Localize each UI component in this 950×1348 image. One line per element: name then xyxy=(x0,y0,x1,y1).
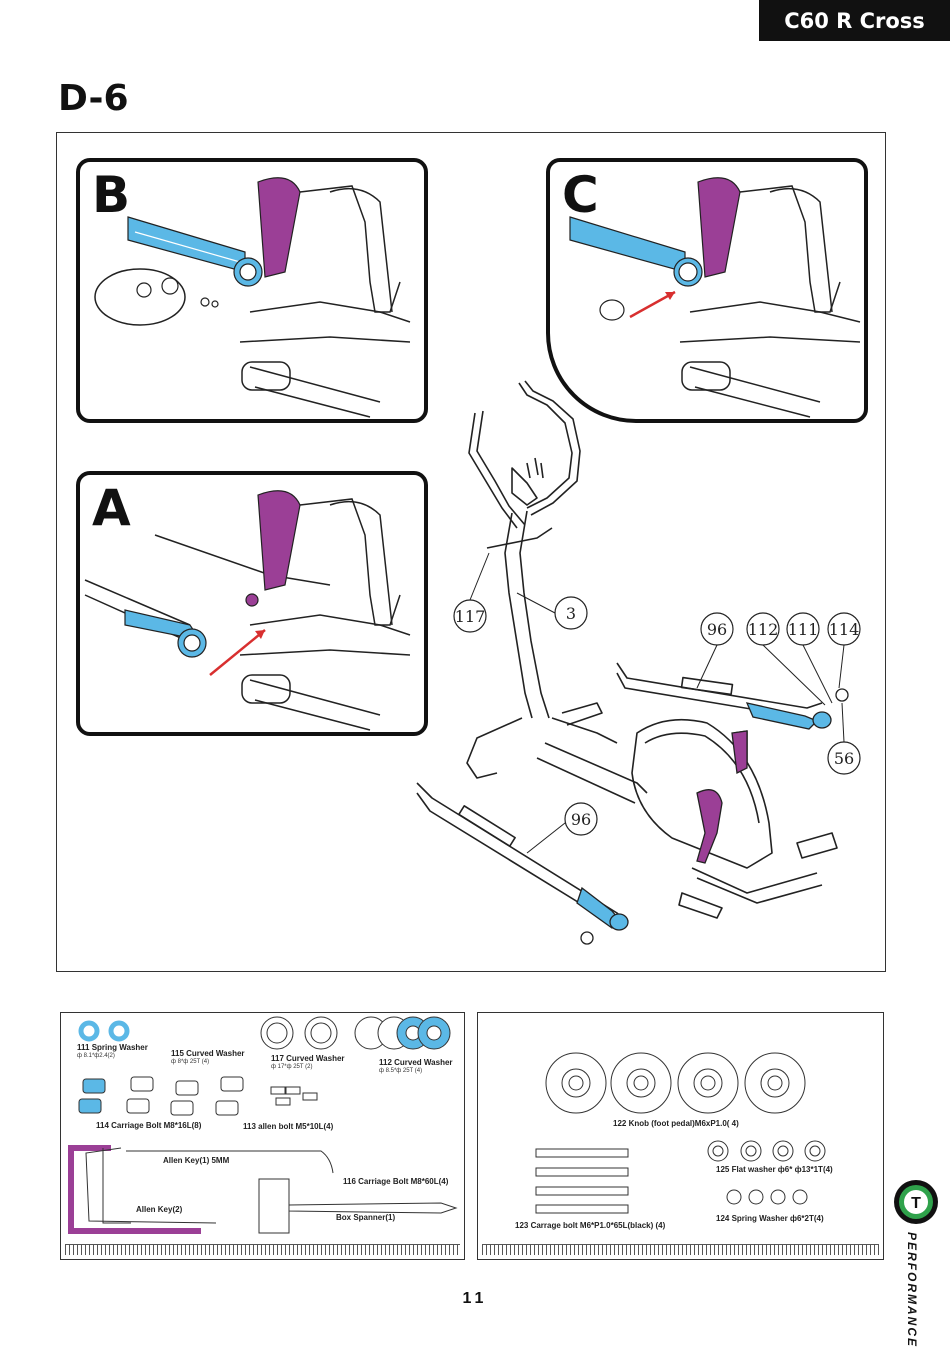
callout-96-bottom-circle xyxy=(564,802,598,836)
callout-111: 111 xyxy=(788,620,819,639)
inset-a: A xyxy=(76,471,428,736)
part-114-label: 114 Carriage Bolt M8*16L(8) xyxy=(96,1121,202,1130)
part-122-label: 122 Knob (foot pedal)M6xP1.0( 4) xyxy=(613,1119,739,1128)
parts-right-drawing xyxy=(535,1052,826,1214)
step-title: D-6 xyxy=(58,78,129,119)
part-111-label: 111 Spring Washer xyxy=(77,1043,148,1052)
assembly-illustration: 117 3 96 112 111 114 56 96 B xyxy=(56,132,886,972)
part-117-label: 117 Curved Washer xyxy=(271,1054,345,1063)
allen-key-label: Allen Key(2) xyxy=(136,1205,183,1214)
part-115-spec: ф 8*ф 25T (4) xyxy=(171,1059,210,1065)
part-117-spec: ф 17*ф 25T (2) xyxy=(271,1064,313,1070)
callout-111-circle xyxy=(786,612,820,646)
brand-t-icon: T xyxy=(894,1180,938,1224)
part-116-label: 116 Carriage Bolt M8*60L(4) xyxy=(343,1177,449,1186)
inset-c-drawing xyxy=(569,177,861,418)
main-bike-drawing: 117 3 96 112 111 114 56 96 xyxy=(416,380,861,945)
part-113-label: 113 allen bolt M5*10L(4) xyxy=(243,1122,334,1131)
part-123-label: 123 Carrage bolt M6*P1.0*65L(black) (4) xyxy=(515,1221,666,1230)
inset-c: C xyxy=(546,158,868,423)
callout-114: 114 xyxy=(829,620,860,639)
inset-a-letter: A xyxy=(92,479,131,537)
brand-text: PERFORMANCE xyxy=(905,1232,919,1348)
inset-c-letter: C xyxy=(562,166,599,224)
inset-a-drawing xyxy=(84,490,411,731)
inset-b-drawing xyxy=(94,177,411,418)
part-125-label: 125 Flat washer ф6* ф13*1T(4) xyxy=(716,1165,833,1174)
callout-96-bottom: 96 xyxy=(571,810,591,829)
part-112-label: 112 Curved Washer xyxy=(379,1058,453,1067)
inset-b-letter: B xyxy=(92,166,131,224)
inset-b: B xyxy=(76,158,428,423)
part-124-label: 124 Spring Washer ф6*2T(4) xyxy=(716,1214,824,1223)
parts-list-right: 122 Knob (foot pedal)M6xP1.0( 4) 125 Fla… xyxy=(477,1012,884,1260)
box-spanner-label: Box Spanner(1) xyxy=(336,1213,396,1222)
ruler-left xyxy=(65,1244,460,1255)
callout-96-top: 96 xyxy=(707,620,727,639)
parts-list-left: 111 Spring Washer ф 8.1*ф2.4(2) 115 Curv… xyxy=(60,1012,465,1260)
parts-left-drawing xyxy=(68,1016,458,1234)
model-name: C60 R Cross xyxy=(784,8,925,33)
callout-56: 56 xyxy=(834,749,854,768)
allen-key-5mm-label: Allen Key(1) 5MM xyxy=(163,1156,230,1165)
brand-logo: T xyxy=(892,1178,940,1338)
part-115-label: 115 Curved Washer xyxy=(171,1049,245,1058)
ruler-right xyxy=(482,1244,879,1255)
callout-112: 112 xyxy=(748,620,779,639)
part-111-spec: ф 8.1*ф2.4(2) xyxy=(77,1053,115,1059)
part-112-spec: ф 8.5*ф 25T (4) xyxy=(379,1068,423,1074)
page-number: 11 xyxy=(462,1290,488,1307)
callout-117: 117 xyxy=(455,607,486,626)
brand-mark: T xyxy=(911,1195,921,1212)
model-tab: C60 R Cross xyxy=(759,0,950,41)
callout-3: 3 xyxy=(566,604,576,623)
